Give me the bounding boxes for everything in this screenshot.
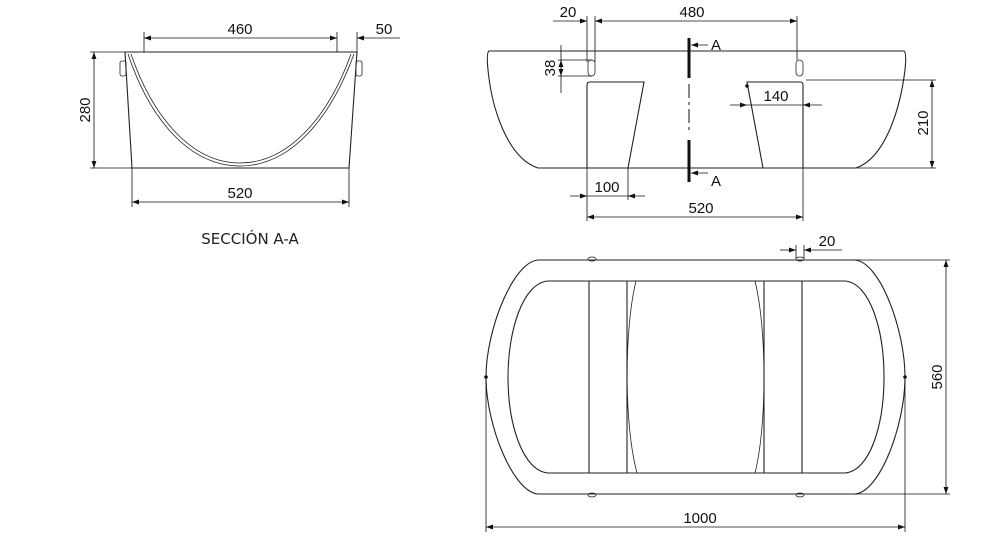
section-bowl-curve [127,53,355,167]
plan-nub [795,256,805,262]
section-marker-top: A [711,37,721,54]
dim-label-slot-offset: 20 [560,4,577,21]
dim-label-height: 280 [77,97,94,122]
slot-hole-right [795,59,804,77]
front-leg-left [586,81,645,169]
section-bowl-inner-curve [130,53,352,164]
section-handle-right [355,60,363,77]
slot-hole-left [587,59,596,77]
dim-label-leg-height: 210 [915,110,932,135]
plan-bowl-arc-right [754,280,765,474]
dim-label-length: 1000 [683,510,716,527]
dim-label-leg-span: 520 [688,200,713,217]
dim-label-nub-width: 20 [819,233,836,250]
dim-label-leg-base: 100 [594,179,619,196]
plan-view: 20 560 1000 [484,233,950,532]
leg-point-marker [745,84,749,88]
dim-label-width: 560 [929,364,946,389]
dim-label-inner-width: 460 [227,21,252,38]
dim-label-slot-spacing: 480 [679,4,704,21]
front-leg-right [746,81,804,169]
plan-nub [587,256,597,262]
section-title: SECCIÓN A-A [201,229,299,248]
plan-nub [587,492,597,498]
section-view: 460 50 280 520 SECCIÓN A-A [77,21,400,248]
front-view: A A 20 480 38 140 210 100 52 [486,4,936,221]
plan-nub [795,492,805,498]
plan-inner-outline [507,280,885,474]
dim-label-base-width: 520 [227,185,252,202]
dim-label-leg-top: 140 [763,88,788,105]
plan-bowl-arc-left [626,280,638,474]
dim-label-slot-height: 38 [542,60,559,77]
dim-label-rim: 50 [376,21,393,38]
section-handle-left [119,60,127,77]
section-body-outline [124,51,358,169]
plan-outer-outline [485,259,906,495]
section-marker-bottom: A [711,173,721,190]
